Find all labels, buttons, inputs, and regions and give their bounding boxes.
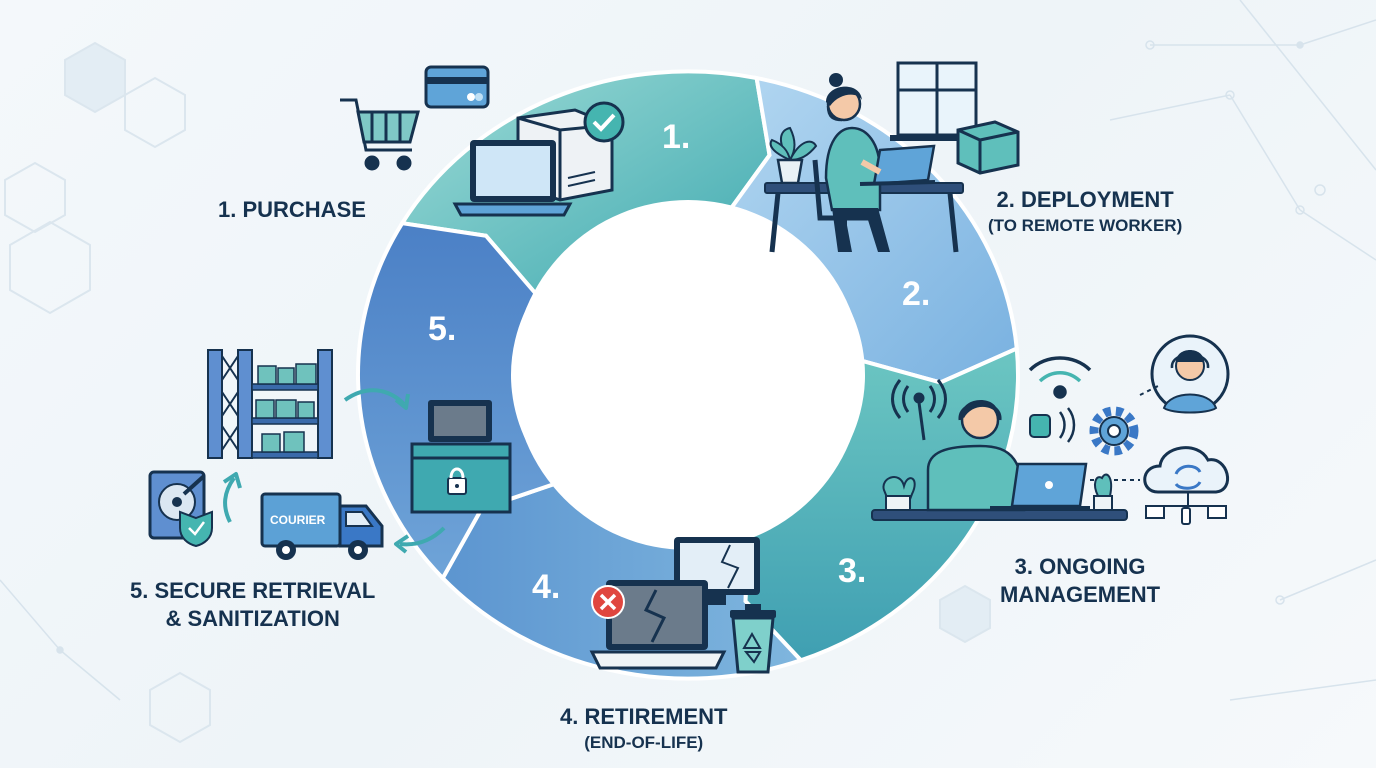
laptop-icon bbox=[452, 140, 573, 217]
stage-title-deployment: 2. DEPLOYMENT (TO REMOTE WORKER) bbox=[988, 186, 1182, 238]
courier-label: COURIER bbox=[270, 513, 326, 527]
stage-title-5: 5. SECURE RETRIEVAL bbox=[130, 578, 376, 603]
headset-agent-icon bbox=[1150, 334, 1230, 414]
shopping-cart-icon bbox=[340, 98, 420, 171]
courier-truck-icon: COURIER bbox=[260, 492, 384, 560]
stage-number-5: 5. bbox=[428, 310, 456, 348]
gear-icon bbox=[1089, 406, 1139, 456]
stage-number-3: 3. bbox=[838, 552, 866, 590]
stage-number-4: 4. bbox=[532, 568, 560, 606]
stage-title-4: 4. RETIREMENT bbox=[560, 704, 728, 729]
stage-number-2: 2. bbox=[902, 275, 930, 313]
stage-number-1: 1. bbox=[662, 118, 690, 156]
cloud-sync-icon bbox=[1090, 384, 1229, 525]
credit-card-icon bbox=[424, 65, 490, 109]
stage-subtitle-2: (TO REMOTE WORKER) bbox=[988, 216, 1183, 235]
antenna-icon bbox=[891, 379, 947, 441]
ring-center bbox=[513, 200, 863, 550]
stage-subtitle-4: (END-OF-LIFE) bbox=[584, 733, 704, 752]
hard-drive-shield-icon bbox=[148, 470, 213, 548]
stage-subtitle-3: MANAGEMENT bbox=[1000, 582, 1161, 607]
device-signal-icon bbox=[1029, 407, 1076, 443]
support-worker-icon bbox=[871, 399, 1128, 521]
wifi-icon bbox=[1028, 356, 1092, 399]
stage-title-1: 1. PURCHASE bbox=[218, 197, 366, 222]
stage-subtitle-5: & SANITIZATION bbox=[165, 606, 340, 631]
stage-title-purchase: 1. PURCHASE bbox=[218, 196, 366, 224]
stage-title-retrieval: 5. SECURE RETRIEVAL & SANITIZATION bbox=[130, 577, 375, 633]
stage-title-retirement: 4. RETIREMENT (END-OF-LIFE) bbox=[560, 703, 727, 755]
curved-arrow-icon bbox=[222, 388, 446, 554]
window-icon bbox=[890, 61, 984, 141]
remote-worker-icon bbox=[764, 73, 964, 253]
broken-laptop-icon bbox=[589, 580, 727, 670]
stage-title-3: 3. ONGOING bbox=[1014, 554, 1146, 579]
stage-title-management: 3. ONGOING MANAGEMENT bbox=[1000, 553, 1160, 609]
warehouse-shelf-icon bbox=[207, 349, 333, 459]
recycle-bin-icon bbox=[730, 604, 776, 674]
stage-title-2: 2. DEPLOYMENT bbox=[996, 187, 1174, 212]
error-x-icon bbox=[591, 585, 625, 619]
lockbox-laptop-icon bbox=[410, 400, 512, 514]
package-icon bbox=[956, 120, 1020, 175]
